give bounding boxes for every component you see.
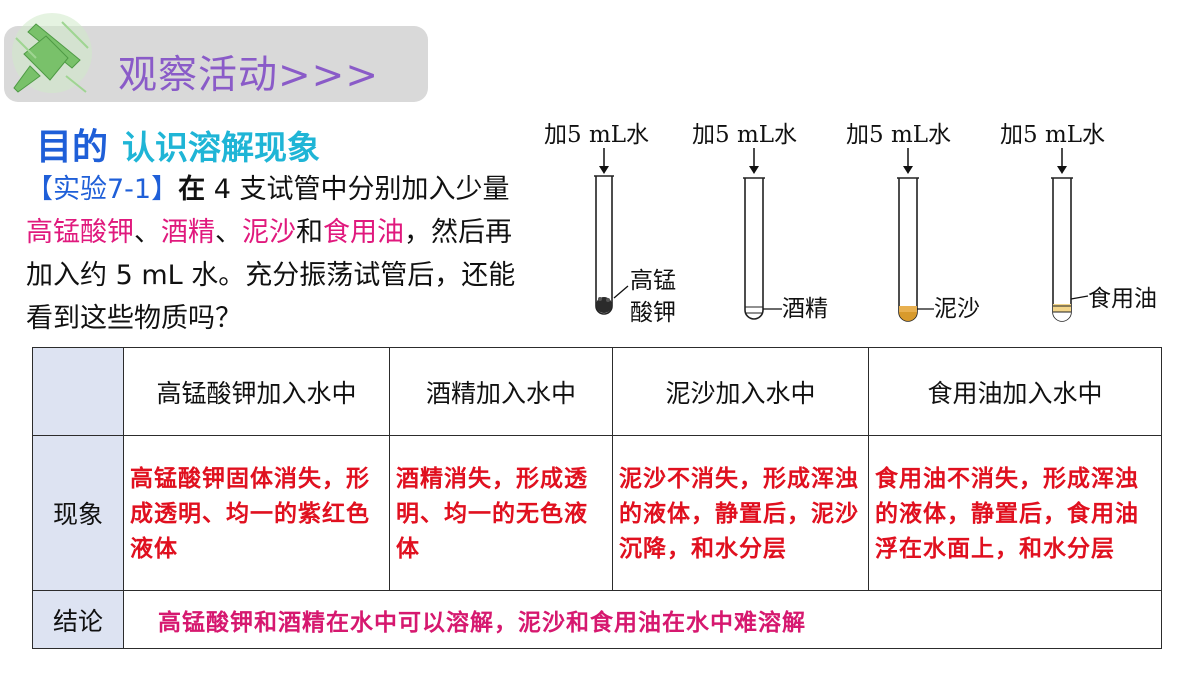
tube-3-contents [899, 310, 917, 321]
tube-4-label: 食用油 [1088, 286, 1157, 312]
goal-label: 目的 [36, 127, 109, 168]
tube-3-label: 泥沙 [934, 296, 980, 322]
tube-3-top-label: 加5 mL水 [846, 122, 951, 148]
test-tube-1: 加5 mL水 高锰 酸钾 [544, 122, 676, 326]
phenomenon-cell: 酒精消失，形成透明、均一的无色液体 [389, 435, 613, 591]
page-title: 观察活动>>> [118, 53, 380, 98]
test-tube-4: 加5 mL水 食用油 [1000, 122, 1157, 322]
column-header: 泥沙加入水中 [612, 347, 869, 436]
phenomenon-cell: 食用油不消失，形成浑浊的液体，静置后，食用油浮在水面上，和水分层 [868, 435, 1162, 591]
substance-sand: 泥沙 [242, 217, 296, 248]
test-tube-2: 加5 mL水 酒精 [692, 122, 828, 322]
conjunction-and: 和 [296, 217, 323, 248]
table-row-conclusion: 结论 高锰酸钾和酒精在水中可以溶解，泥沙和食用油在水中难溶解 [32, 590, 1162, 649]
experiment-tag: 【实验7-1】 [26, 174, 179, 205]
observation-table: 高锰酸钾加入水中 酒精加入水中 泥沙加入水中 食用油加入水中 现象 高锰酸钾固体… [32, 347, 1162, 649]
table-row-phenomenon: 现象 高锰酸钾固体消失，形成透明、均一的紫红色液体 酒精消失，形成透明、均一的无… [32, 435, 1162, 591]
separator-1: 、 [134, 217, 161, 248]
phenomenon-cell: 泥沙不消失，形成浑浊的液体，静置后，泥沙沉降，和水分层 [612, 435, 869, 591]
column-header: 食用油加入水中 [868, 347, 1162, 436]
experiment-intro: 在 [178, 174, 206, 205]
tube-1-top-label: 加5 mL水 [544, 122, 649, 148]
conclusion-cell: 高锰酸钾和酒精在水中可以溶解，泥沙和食用油在水中难溶解 [123, 590, 1162, 649]
tube-4-oil-layer [1053, 304, 1071, 312]
tube-1-label-line1: 高锰 [630, 268, 676, 294]
row-label-conclusion: 结论 [32, 590, 124, 649]
table-corner-cell [32, 347, 124, 436]
test-tube-3: 加5 mL水 泥沙 [846, 122, 980, 322]
goal-text: 认识溶解现象 [122, 128, 321, 167]
separator-2: 、 [215, 217, 242, 248]
test-tube-diagram: 加5 mL水 高锰 酸钾 加5 mL水 酒精 加5 mL水 泥沙 加5 mL水 [544, 122, 1157, 326]
pushpin-icon [12, 13, 92, 93]
goal-line: 目的认识溶解现象 [36, 118, 320, 170]
experiment-description: 【实验7-1】在 4 支试管中分别加入少量高锰酸钾、酒精、泥沙和食用油，然后再加… [26, 168, 536, 346]
row-label-phenomenon: 现象 [32, 435, 124, 591]
column-header: 高锰酸钾加入水中 [123, 347, 390, 436]
experiment-text-2: ，然后再加入约 5 mL 水。充分振荡试管后，还能看到这些物质吗？ [26, 217, 516, 334]
tube-4-top-label: 加5 mL水 [1000, 122, 1105, 148]
table-header-row: 高锰酸钾加入水中 酒精加入水中 泥沙加入水中 食用油加入水中 [32, 347, 1162, 436]
substance-cooking-oil: 食用油 [323, 217, 404, 248]
tube-2-label: 酒精 [782, 296, 828, 322]
experiment-text-1: 4 支试管中分别加入少量 [205, 174, 510, 205]
tube-1-label-line2: 酸钾 [630, 300, 676, 326]
column-header: 酒精加入水中 [389, 347, 613, 436]
substance-alcohol: 酒精 [161, 217, 215, 248]
tube-2-top-label: 加5 mL水 [692, 122, 797, 148]
phenomenon-cell: 高锰酸钾固体消失，形成透明、均一的紫红色液体 [123, 435, 390, 591]
substance-potassium-permanganate: 高锰酸钾 [26, 217, 134, 248]
